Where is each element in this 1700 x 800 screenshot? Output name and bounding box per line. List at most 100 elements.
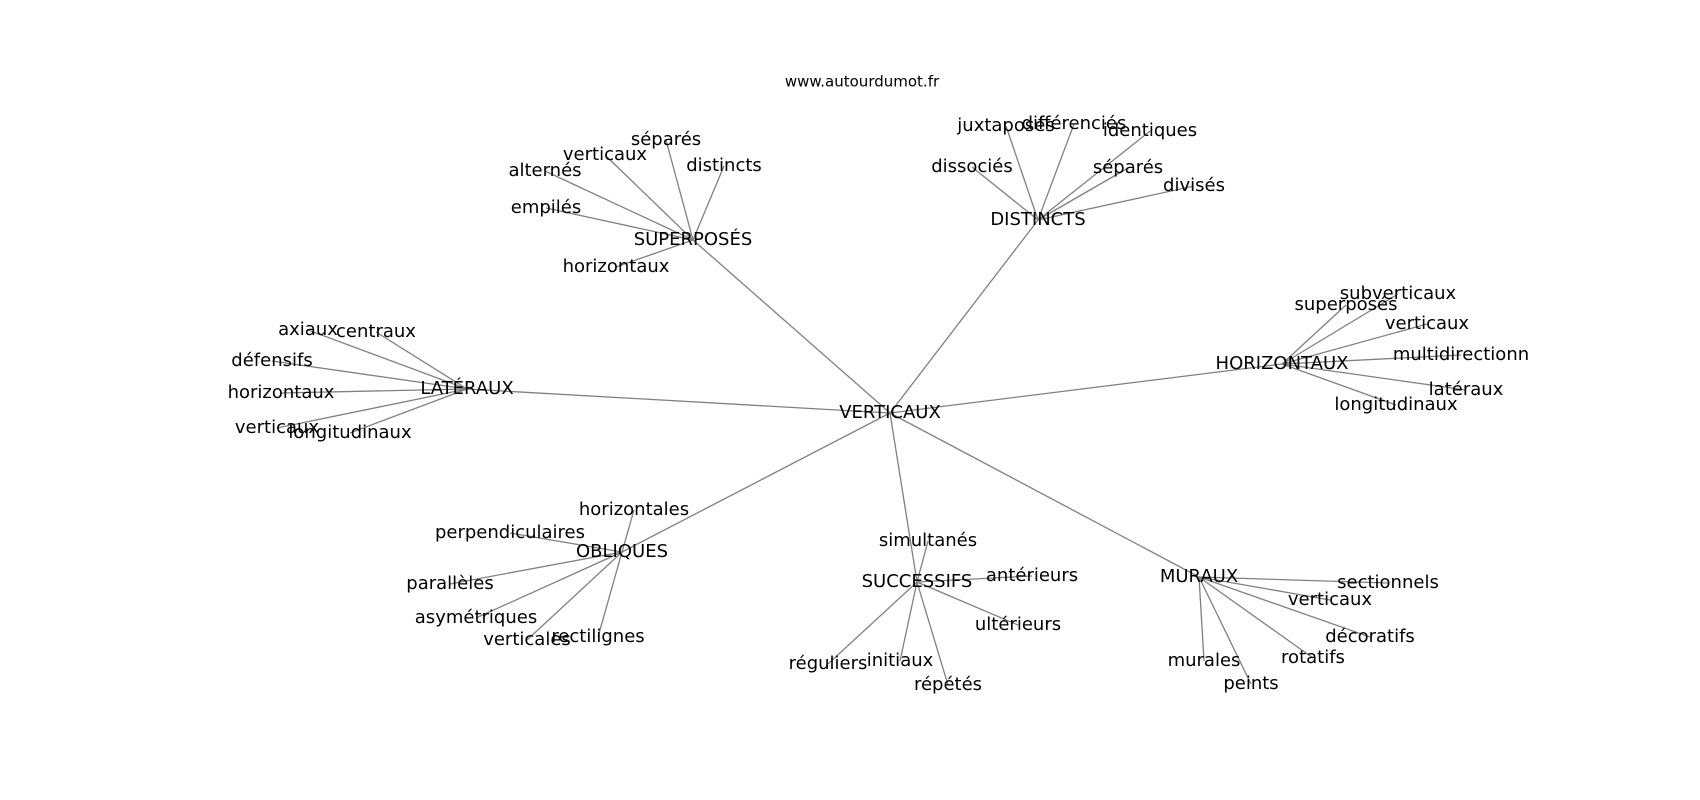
edge-hub-leaf [615, 239, 694, 268]
leaf-word: initiaux [867, 650, 934, 671]
leaf-word: identiques [1103, 120, 1197, 141]
edge-hub-leaf [475, 551, 623, 619]
edge-hub-leaf [1037, 167, 1129, 221]
labels-layer: www.autourdumot.fr VERTICAUX SUPERPOSÉS sé… [228, 73, 1530, 696]
edge-hub-leaf [526, 551, 623, 641]
edge-hub-leaf [307, 329, 468, 390]
edge-hub-leaf [349, 388, 468, 434]
leaf-word: ultérieurs [975, 614, 1061, 635]
leaf-word: antérieurs [986, 565, 1078, 586]
leaf-word: subverticaux [1340, 283, 1457, 304]
edge-hub-leaf [1198, 576, 1331, 601]
edge-hub-leaf [916, 540, 929, 583]
edge-hub-leaf [1281, 354, 1462, 365]
edge-hub-leaf [692, 165, 725, 241]
leaf-word: peints [1223, 673, 1278, 694]
leaf-word: asymétriques [415, 607, 537, 628]
leaf-word: sectionnels [1337, 572, 1439, 593]
hub-word: OBLIQUES [576, 541, 668, 562]
edge-center-hub [889, 363, 1283, 414]
edge-hub-leaf [1198, 576, 1371, 638]
edge-hub-leaf [916, 581, 949, 686]
edge-hub-leaf [280, 388, 468, 394]
edge-hub-leaf [1037, 185, 1195, 221]
leaf-word: dissociés [931, 156, 1013, 177]
leaf-word: verticaux [235, 417, 320, 438]
edges-layer [271, 123, 1467, 686]
edge-hub-leaf [449, 551, 623, 585]
leaf-word: perpendiculaires [435, 522, 585, 543]
leaf-word: verticaux [1288, 589, 1373, 610]
leaf-word: défensifs [231, 350, 312, 371]
edge-hub-leaf [1198, 576, 1389, 584]
leaf-word: simultanés [879, 530, 977, 551]
hub-word: HORIZONTAUX [1216, 353, 1349, 374]
leaf-word: alternés [508, 160, 581, 181]
edge-hub-leaf [916, 575, 1033, 583]
edge-hub-leaf [509, 532, 623, 553]
edge-hub-leaf [597, 551, 623, 638]
edge-hub-leaf [271, 360, 468, 390]
edge-hub-leaf [1198, 576, 1314, 659]
edge-hub-leaf [971, 166, 1039, 221]
leaf-word: décoratifs [1325, 626, 1415, 647]
leaf-word: longitudinaux [1334, 394, 1458, 415]
edge-hub-leaf [1198, 576, 1252, 685]
leaf-word: horizontaux [228, 382, 335, 403]
leaf-word: séparés [1093, 157, 1163, 178]
leaf-word: différenciés [1022, 113, 1127, 134]
edge-hub-leaf [1281, 323, 1428, 365]
edge-hub-leaf [827, 581, 918, 665]
hub-word: SUPERPOSÉS [634, 228, 753, 250]
edge-hub-leaf [665, 139, 694, 241]
edge-hub-leaf [544, 170, 694, 241]
edge-center-hub [889, 412, 1200, 578]
edge-hub-leaf [1281, 304, 1347, 365]
leaf-word: parallèles [406, 573, 493, 594]
leaf-word: rotatifs [1281, 647, 1345, 668]
leaf-word: longitudinaux [288, 422, 412, 443]
hub-word: DISTINCTS [990, 209, 1085, 230]
leaf-word: centraux [336, 321, 416, 342]
leaf-word: axiaux [278, 319, 338, 340]
leaf-word: réguliers [789, 653, 868, 674]
leaf-word: multidirectionn [1393, 344, 1529, 365]
edge-hub-leaf [899, 581, 918, 662]
edge-hub-leaf [1281, 293, 1399, 365]
edge-hub-leaf [1005, 125, 1039, 221]
leaf-word: superposés [1295, 294, 1398, 315]
leaf-word: rectilignes [551, 626, 644, 647]
edge-hub-leaf [276, 388, 468, 429]
leaf-word: séparés [631, 129, 701, 150]
edge-hub-leaf [621, 509, 635, 553]
hub-word: LATÉRAUX [420, 377, 513, 399]
leaf-word: verticaux [563, 144, 648, 165]
leaf-word: horizontaux [563, 256, 670, 277]
leaf-word: distincts [686, 155, 762, 176]
leaf-word: divisés [1163, 175, 1225, 196]
leaf-word: verticaux [1385, 313, 1470, 334]
edge-hub-leaf [375, 331, 468, 390]
edge-hub-leaf [604, 154, 694, 241]
edge-hub-leaf [1198, 576, 1205, 662]
site-watermark: www.autourdumot.fr [785, 73, 940, 91]
edge-center-hub [889, 412, 918, 583]
edge-center-hub [889, 219, 1039, 414]
leaf-word: juxtaposés [956, 115, 1054, 136]
leaf-word: horizontales [579, 499, 689, 520]
hub-word: MURAUX [1160, 566, 1238, 587]
edge-hub-leaf [1281, 363, 1467, 391]
hub-word: SUCCESSIFS [862, 571, 973, 592]
leaf-word: latéraux [1429, 379, 1504, 400]
edge-center-hub [692, 239, 891, 414]
leaf-word: empilés [511, 197, 582, 218]
edge-center-hub [621, 412, 891, 553]
edge-hub-leaf [545, 207, 694, 241]
edge-center-hub [466, 388, 891, 414]
edge-hub-leaf [1037, 123, 1075, 221]
leaf-word: murales [1168, 650, 1241, 671]
leaf-word: répétés [914, 674, 982, 695]
center-word: VERTICAUX [839, 402, 941, 423]
